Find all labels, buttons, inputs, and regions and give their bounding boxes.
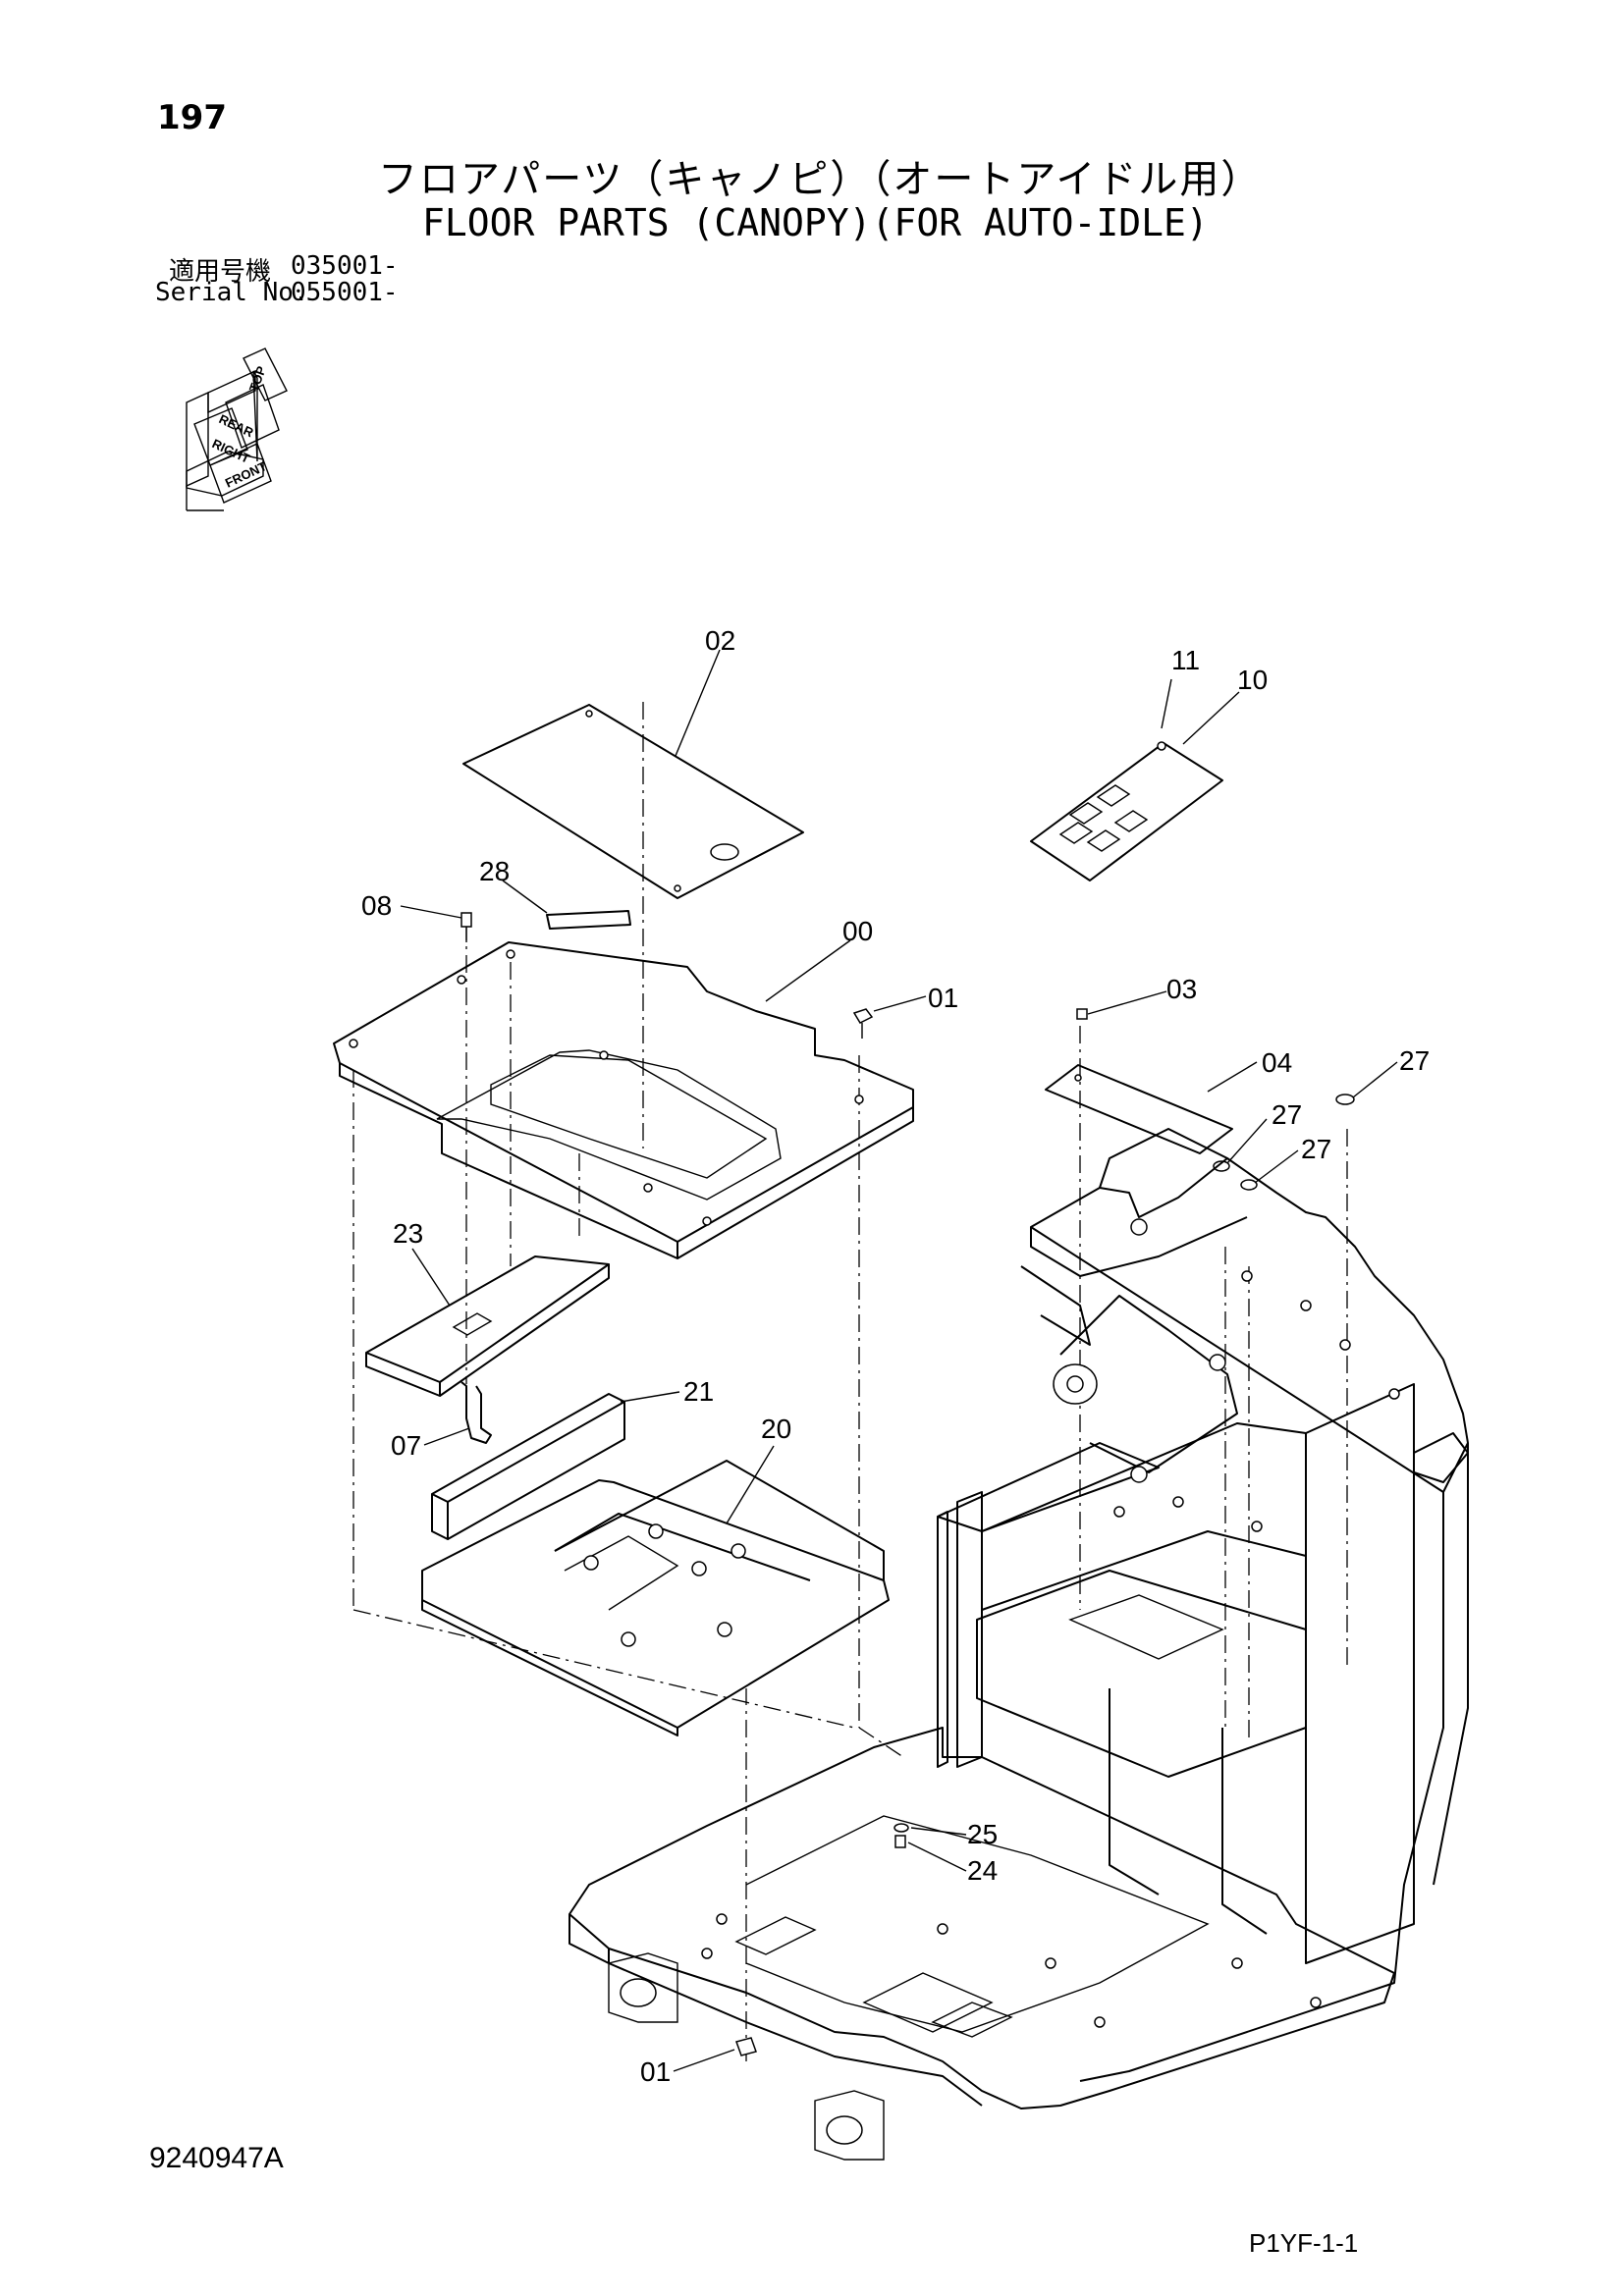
- part-04-cover: [1045, 1064, 1233, 1154]
- cab-base-structure: [568, 1128, 1469, 2161]
- cap-27a: [1335, 1094, 1355, 1105]
- cap-27c: [1240, 1179, 1258, 1191]
- bolt-01-bottom: [735, 2037, 757, 2056]
- callout-01-bottom: 01: [640, 2056, 671, 2087]
- callout-25: 25: [967, 1819, 998, 1849]
- callout-27-b: 27: [1272, 1099, 1302, 1130]
- callout-04: 04: [1262, 1047, 1292, 1078]
- orient-rear: REAR: [217, 411, 256, 440]
- orient-right: RIGHT: [210, 436, 252, 466]
- callout-24: 24: [967, 1855, 998, 1886]
- part-20-seat-frame: [421, 1460, 890, 1736]
- callout-03: 03: [1166, 974, 1197, 1004]
- callout-10: 10: [1237, 665, 1268, 695]
- leader-lines: [400, 649, 1398, 2072]
- callout-23: 23: [393, 1218, 423, 1249]
- drawing-number: 9240947A: [149, 2142, 284, 2174]
- fasteners: [460, 912, 1355, 2056]
- serial-en-label: Serial No.: [155, 278, 309, 307]
- part-00-floor-plate: [333, 941, 914, 1259]
- callout-20: 20: [761, 1414, 791, 1444]
- clip-03: [1076, 1008, 1088, 1020]
- callout-28: 28: [479, 856, 510, 886]
- orientation-indicator: TOP REAR RIGHT FRONT: [186, 347, 288, 511]
- part-23-plate: [365, 1255, 610, 1397]
- orient-top: TOP: [246, 364, 269, 394]
- callout-11: 11: [1171, 645, 1200, 675]
- title-english: FLOOR PARTS (CANOPY)(FOR AUTO-IDLE): [422, 201, 1209, 244]
- callout-07: 07: [391, 1430, 421, 1461]
- part-28-strip: [546, 910, 631, 930]
- part-02-cover-plate: [462, 704, 804, 899]
- assembly-centerlines: [352, 702, 1348, 2061]
- callouts: 02 11 10 28 08 00 01 03 04 27 27 27 23 2…: [361, 625, 1430, 2087]
- callout-21: 21: [683, 1376, 714, 1407]
- serial-en-value: 055001-: [291, 278, 399, 307]
- page-number: 197: [157, 98, 227, 137]
- callout-00: 00: [842, 916, 873, 946]
- page-reference: P1YF-1-1: [1249, 2228, 1359, 2258]
- callout-08: 08: [361, 890, 392, 921]
- serial-jp-value: 035001-: [291, 251, 399, 281]
- callout-02: 02: [705, 625, 735, 656]
- part-10-switch-panel: [1030, 741, 1223, 881]
- washer-25: [893, 1823, 909, 1833]
- bolt-08: [460, 912, 472, 942]
- callout-27-c: 27: [1301, 1134, 1331, 1164]
- title-japanese: フロアパーツ（キャノピ）（オートアイドル用）: [378, 157, 1263, 202]
- part-07-bracket: [460, 1381, 492, 1444]
- bolt-01-top: [852, 1008, 874, 1039]
- callout-27-a: 27: [1399, 1045, 1430, 1076]
- callout-01-top: 01: [928, 983, 958, 1013]
- serial-jp-label: 適用号機: [169, 257, 272, 287]
- bolt-24: [894, 1835, 906, 1848]
- cap-27b: [1213, 1160, 1230, 1172]
